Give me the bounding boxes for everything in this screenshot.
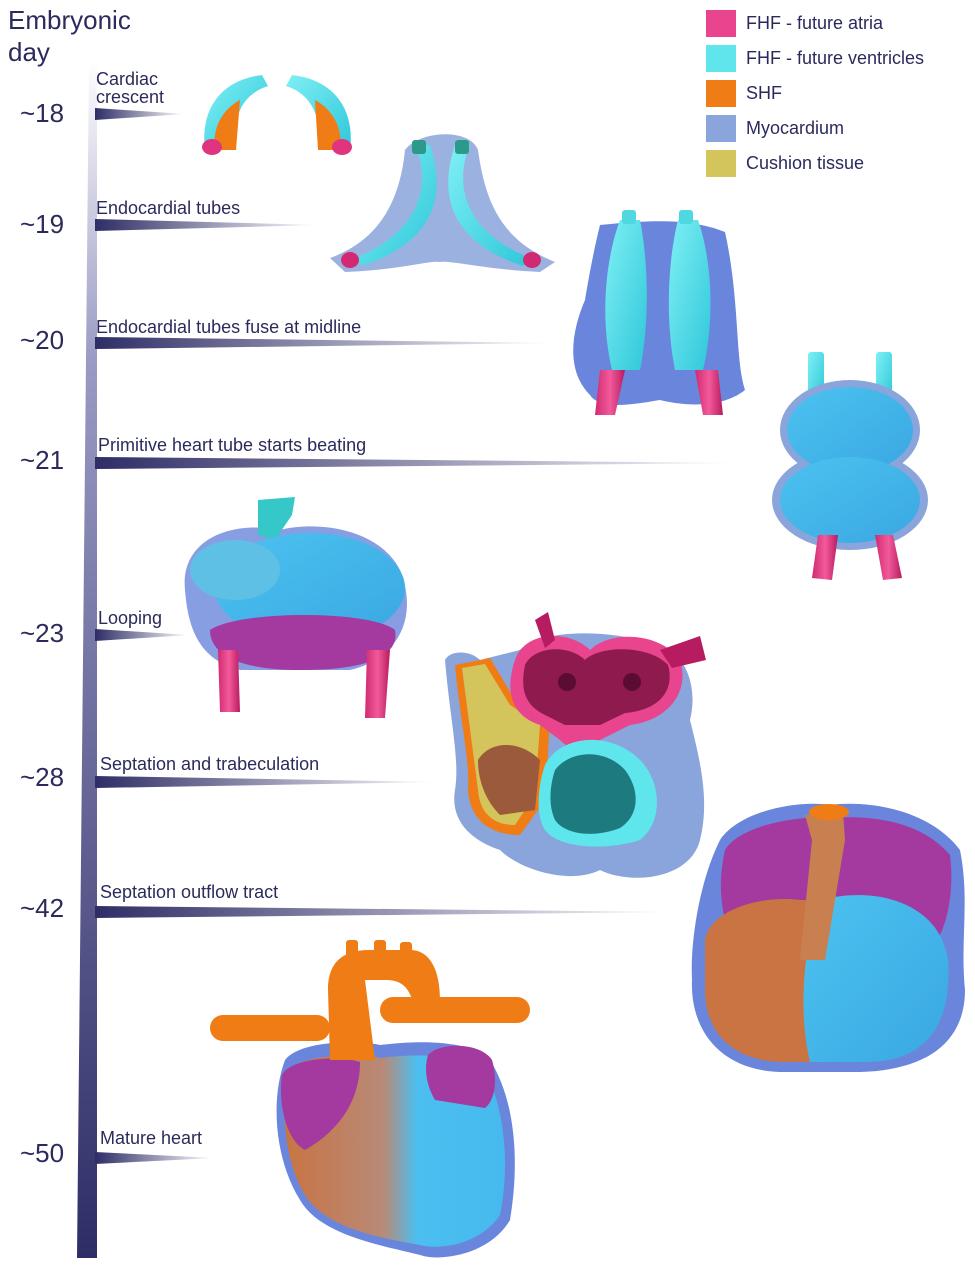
stage-label: Endocardial tubes <box>96 198 240 219</box>
day-label: ~42 <box>20 893 64 924</box>
legend-swatch <box>706 150 736 177</box>
tick-19 <box>95 219 320 231</box>
legend-swatch <box>706 115 736 142</box>
day-label: ~18 <box>20 98 64 129</box>
day-label: ~19 <box>20 209 64 240</box>
mature-heart-illustration <box>210 940 530 1257</box>
legend-item: Myocardium <box>706 111 924 146</box>
tick-21 <box>95 457 750 469</box>
cardiac-crescent-illustration <box>202 75 352 155</box>
stage-label: Primitive heart tube starts beating <box>98 435 366 456</box>
endocardial-tubes-illustration <box>330 134 555 272</box>
stage-label: Septation and trabeculation <box>100 754 319 775</box>
legend-label: Myocardium <box>746 118 844 139</box>
septation-trabeculation-illustration <box>445 612 706 878</box>
legend-swatch <box>706 45 736 72</box>
tick-23 <box>95 629 190 641</box>
legend-label: FHF - future atria <box>746 13 883 34</box>
legend-swatch <box>706 80 736 107</box>
day-label: ~20 <box>20 325 64 356</box>
stage-label: Cardiac crescent <box>96 70 164 106</box>
tick-50 <box>95 1152 215 1164</box>
day-label: ~23 <box>20 618 64 649</box>
tick-42 <box>95 906 680 918</box>
legend: FHF - future atria FHF - future ventricl… <box>706 6 924 181</box>
day-label: ~28 <box>20 762 64 793</box>
legend-item: FHF - future ventricles <box>706 41 924 76</box>
stage-label: Endocardial tubes fuse at midline <box>96 317 361 338</box>
legend-item: Cushion tissue <box>706 146 924 181</box>
day-label: ~50 <box>20 1138 64 1169</box>
legend-swatch <box>706 10 736 37</box>
day-label: ~21 <box>20 445 64 476</box>
stage-label: Septation outflow tract <box>100 882 278 903</box>
tubes-fuse-illustration <box>573 210 745 415</box>
septation-outflow-illustration <box>692 804 965 1072</box>
looping-illustration <box>185 497 407 718</box>
legend-label: Cushion tissue <box>746 153 864 174</box>
stage-label: Looping <box>98 608 162 629</box>
legend-item: SHF <box>706 76 924 111</box>
tick-28 <box>95 776 440 788</box>
timeline-axis <box>77 60 97 1258</box>
legend-item: FHF - future atria <box>706 6 924 41</box>
tick-20 <box>95 337 560 349</box>
legend-label: FHF - future ventricles <box>746 48 924 69</box>
legend-label: SHF <box>746 83 782 104</box>
stage-label: Mature heart <box>100 1128 202 1149</box>
tick-18 <box>95 108 185 120</box>
axis-title: Embryonic day <box>8 4 131 68</box>
primitive-heart-tube-illustration <box>772 352 928 580</box>
